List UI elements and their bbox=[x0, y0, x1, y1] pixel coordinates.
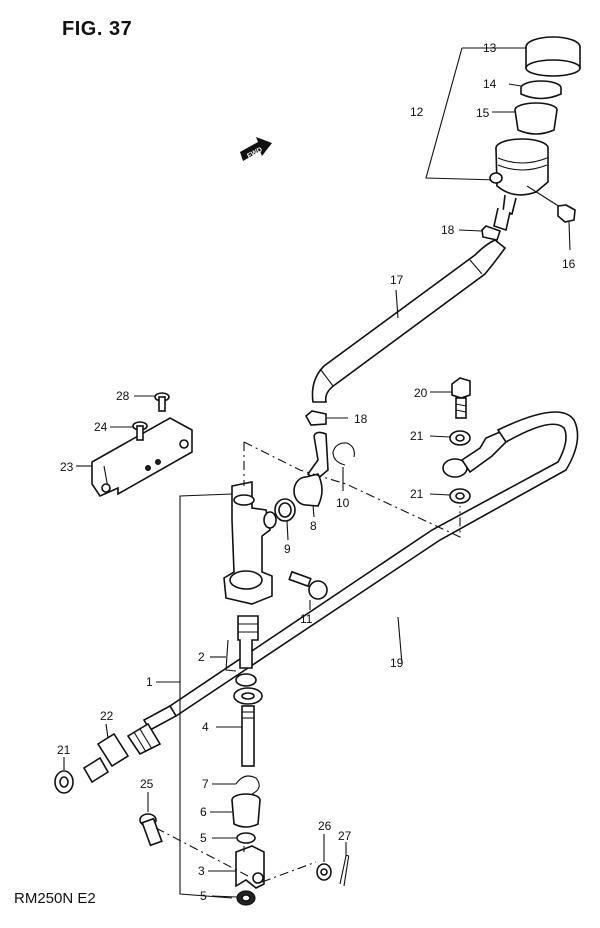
callout-25: 25 bbox=[140, 777, 154, 791]
callout-17: 17 bbox=[390, 273, 404, 287]
callout-6: 6 bbox=[200, 805, 207, 819]
hose-clamp-lower bbox=[304, 410, 348, 426]
callout-20: 20 bbox=[414, 386, 428, 400]
nut-upper bbox=[212, 832, 256, 844]
o-ring bbox=[274, 498, 296, 541]
callout-18-lower: 18 bbox=[354, 412, 368, 426]
cylinder-bracket bbox=[76, 417, 193, 498]
clevis-pin bbox=[139, 792, 163, 847]
bracket-1 bbox=[179, 493, 233, 899]
callout-2: 2 bbox=[198, 650, 205, 664]
nut-lower bbox=[211, 890, 256, 906]
callout-11: 11 bbox=[300, 612, 313, 626]
callout-8: 8 bbox=[310, 519, 317, 533]
spring-seat bbox=[235, 673, 257, 687]
assembly-line-c bbox=[155, 827, 249, 877]
diaphragm bbox=[492, 102, 558, 135]
callout-26: 26 bbox=[318, 819, 332, 833]
cotter-pin bbox=[339, 842, 350, 887]
hose-end-fitting bbox=[126, 704, 178, 756]
callout-14: 14 bbox=[483, 77, 497, 91]
callout-19: 19 bbox=[390, 656, 404, 670]
callout-27: 27 bbox=[338, 829, 352, 843]
hose-clamp-upper bbox=[458, 225, 502, 241]
callout-18-upper: 18 bbox=[441, 223, 455, 237]
bracket-2 bbox=[225, 639, 237, 672]
callout-21-middle: 21 bbox=[410, 487, 424, 501]
cylinder-bolt bbox=[288, 570, 328, 610]
callout-9: 9 bbox=[284, 542, 291, 556]
reservoir-hose bbox=[311, 239, 507, 403]
figure-title: FIG. 37 bbox=[62, 18, 133, 40]
fwd-arrow-icon: FWD bbox=[240, 137, 272, 161]
callout-3: 3 bbox=[198, 864, 205, 878]
callout-13: 13 bbox=[483, 41, 497, 55]
callout-21-upper: 21 bbox=[410, 429, 424, 443]
cap-plate bbox=[508, 80, 562, 100]
clevis bbox=[208, 845, 265, 889]
reservoir-bolt bbox=[526, 185, 576, 251]
assembly-line-b bbox=[243, 441, 461, 538]
circlip bbox=[332, 442, 355, 491]
snap-ring bbox=[212, 775, 260, 795]
callout-10: 10 bbox=[336, 496, 350, 510]
assembly-line-d bbox=[261, 861, 317, 883]
hose-connector bbox=[293, 431, 329, 518]
callout-23: 23 bbox=[60, 460, 74, 474]
union-bolt bbox=[430, 377, 471, 419]
hose-joint bbox=[82, 723, 130, 784]
callout-12: 12 bbox=[410, 105, 424, 119]
callout-5-lower: 5 bbox=[200, 889, 207, 903]
callout-1: 1 bbox=[146, 675, 153, 689]
reservoir-tank bbox=[489, 138, 549, 232]
sealing-washer-lower bbox=[54, 757, 74, 794]
callout-22: 22 bbox=[100, 709, 114, 723]
model-code: RM250N E2 bbox=[14, 890, 96, 907]
push-rod-washer bbox=[233, 687, 263, 705]
callout-21-lower: 21 bbox=[57, 743, 71, 757]
reservoir-cap bbox=[525, 36, 581, 77]
push-rod bbox=[216, 705, 255, 767]
callout-4: 4 bbox=[202, 720, 209, 734]
bracket-12 bbox=[425, 47, 499, 181]
callout-16: 16 bbox=[562, 257, 576, 271]
pin-washer bbox=[316, 834, 332, 881]
bracket-screw-lower bbox=[110, 421, 148, 441]
callout-24: 24 bbox=[94, 420, 108, 434]
callout-5-upper: 5 bbox=[200, 831, 207, 845]
callout-7: 7 bbox=[202, 777, 209, 791]
sealing-washer-middle bbox=[429, 488, 471, 504]
callout-28: 28 bbox=[116, 389, 130, 403]
master-cylinder-body bbox=[223, 481, 277, 605]
bracket-screw-upper bbox=[134, 392, 170, 412]
callout-15: 15 bbox=[476, 106, 490, 120]
piston-assembly bbox=[237, 615, 259, 669]
sealing-washer-upper bbox=[429, 430, 471, 446]
dust-boot bbox=[210, 793, 261, 828]
